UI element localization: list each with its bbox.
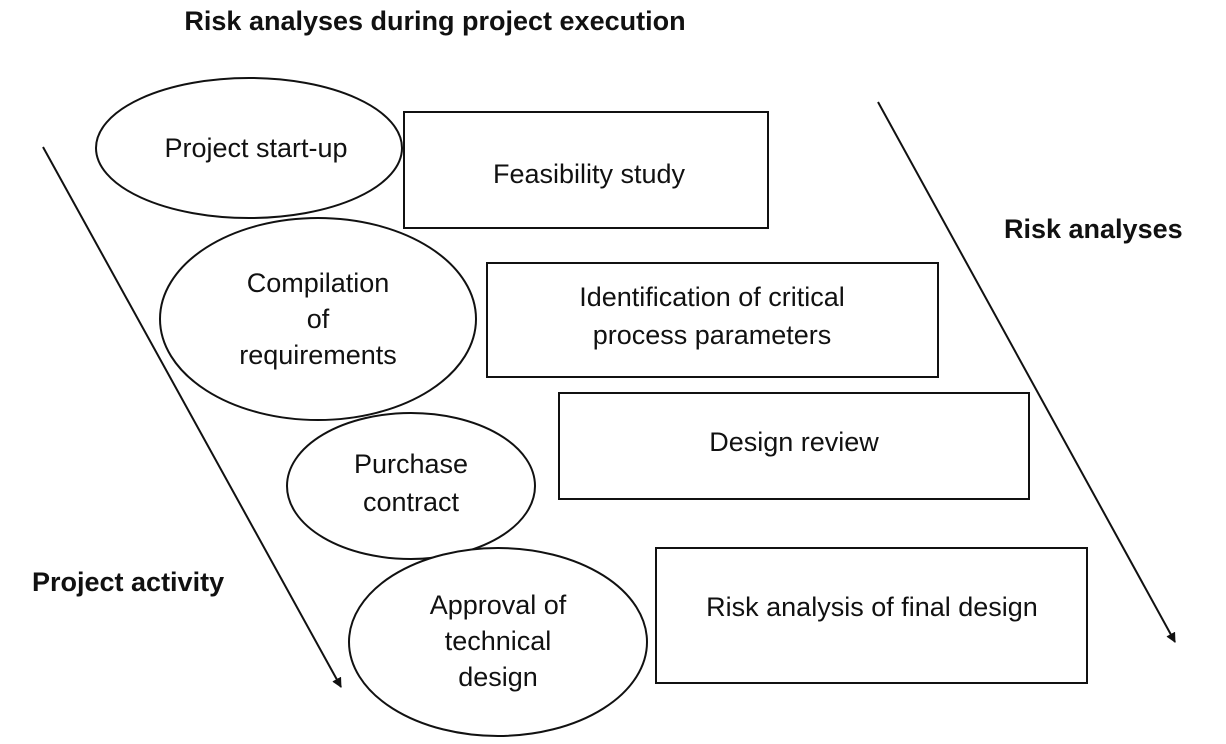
activity-text: of — [307, 304, 330, 334]
activity-text: design — [458, 662, 538, 692]
activity-text: requirements — [239, 340, 397, 370]
project-activity-arrow — [42, 146, 342, 688]
risk-box-text: Risk analysis of final design — [706, 592, 1038, 622]
risk-box-text: Feasibility study — [493, 159, 686, 189]
risk-box-text: Design review — [709, 427, 879, 457]
activity-compilation-of-requirements: Compilation of requirements — [159, 217, 477, 421]
risk-analyses-arrow — [877, 101, 1176, 643]
risk-box-design-review: Design review — [558, 392, 1030, 500]
activity-text: Purchase — [354, 449, 468, 479]
activity-project-start-up: Project start-up — [95, 77, 403, 219]
activity-purchase-contract: Purchase contract — [286, 412, 536, 560]
activity-text: technical — [445, 626, 552, 656]
activity-text: Compilation — [247, 268, 390, 298]
risk-box-text: Identification of critical — [579, 282, 845, 312]
activity-approval-of-technical-design: Approval of technical design — [348, 547, 648, 737]
activity-text: Approval of — [430, 590, 567, 620]
project-activity-label: Project activity — [32, 567, 224, 597]
risk-box-text: process parameters — [593, 320, 832, 350]
activity-text: contract — [363, 487, 460, 517]
risk-box-critical-parameters: Identification of critical process param… — [486, 262, 939, 378]
activity-text: Project start-up — [164, 133, 347, 163]
diagram-title: Risk analyses during project execution — [184, 6, 685, 36]
risk-box-final-design: Risk analysis of final design — [655, 547, 1088, 684]
risk-box-feasibility-study: Feasibility study — [403, 111, 769, 229]
risk-analyses-label: Risk analyses — [1004, 214, 1183, 244]
